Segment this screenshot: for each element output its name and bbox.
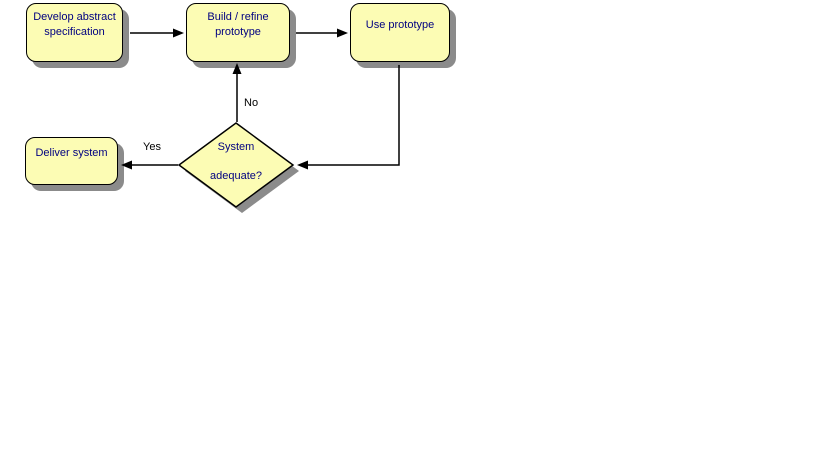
arrowhead-up-icon (232, 63, 242, 74)
node-label-line: specification (44, 26, 105, 38)
decision-label-line: adequate? (210, 170, 262, 182)
node-develop-abstract-specification: Develop abstract specification (26, 3, 123, 62)
arrowhead-right-icon (173, 28, 184, 38)
arrow-use-to-decision (297, 65, 400, 170)
arrow-develop-to-build (130, 28, 184, 38)
edge-label-yes: Yes (143, 141, 161, 153)
node-use-prototype: Use prototype (350, 3, 450, 62)
arrowhead-right-icon (337, 28, 348, 38)
arrow-build-to-use (296, 28, 348, 38)
node-build-refine-prototype: Build / refine prototype (186, 3, 290, 62)
node-label-line: prototype (215, 26, 261, 38)
arrow-decision-to-build (232, 63, 242, 122)
edge-label-no: No (244, 97, 259, 109)
node-label-line: Build / refine (207, 11, 269, 23)
node-label-line: Use prototype (365, 18, 435, 31)
arrowhead-left-icon (297, 160, 308, 170)
decision-label-line: System (217, 141, 255, 153)
node-decision-system-adequate-label: System adequate? (179, 123, 293, 207)
arrow-decision-to-deliver (121, 160, 178, 170)
node-label-line: Develop abstract (33, 11, 116, 23)
node-deliver-system: Deliver system (25, 137, 118, 185)
node-label-line: Deliver system (35, 147, 108, 159)
arrowhead-left-icon (121, 160, 132, 170)
